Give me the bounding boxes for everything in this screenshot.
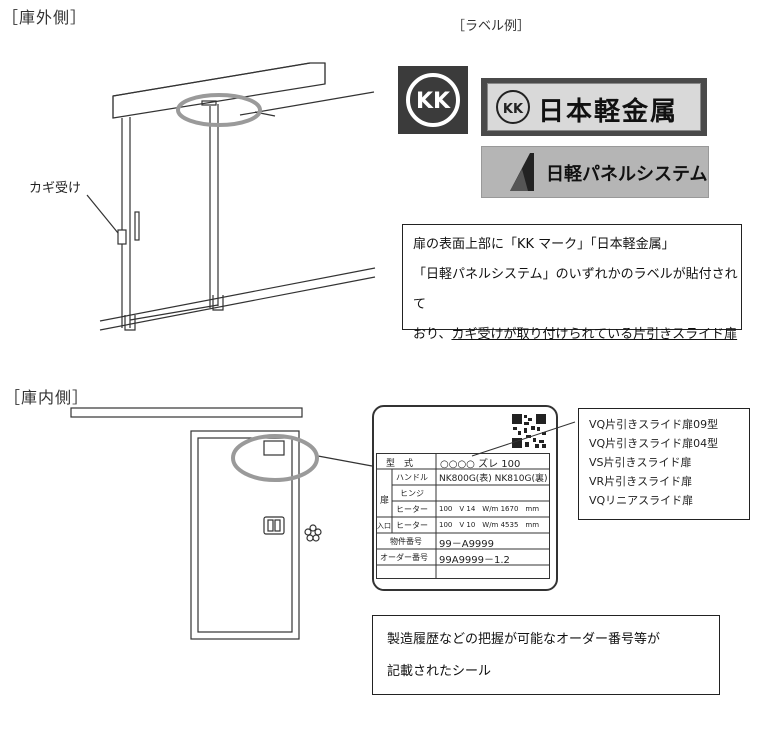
model-value: ○○○○ ズレ 100 xyxy=(440,459,521,470)
kk-logo-icon: KK xyxy=(406,73,460,127)
heater-label: ヒーター xyxy=(396,505,428,514)
sticker-highlight-ellipse xyxy=(231,434,319,482)
note-top-line2: 「日軽パネルシステム」のいずれかのラベルが貼付されて xyxy=(413,267,738,312)
model-item: VQリニアスライド扉 xyxy=(589,494,694,507)
label-description-note: 扉の表面上部に「KK マーク」「日本軽金属」 「日軽パネルシステム」のいずれかの… xyxy=(402,224,742,342)
handle-value: NK800G(表) NK810G(裏) xyxy=(439,474,548,484)
door-label: 扉 xyxy=(380,496,390,506)
model-item: VS片引きスライド扉 xyxy=(589,456,692,469)
model-list-box: VQ片引きスライド扉09型 VQ片引きスライド扉04型 VS片引きスライド扉 V… xyxy=(578,408,750,520)
nikkei-kinzoku-label: KK 日本軽金属 xyxy=(481,78,707,136)
order-value: 99A9999－1.2 xyxy=(439,555,510,566)
model-pointer-line xyxy=(471,421,576,457)
outside-door-illustration xyxy=(86,62,376,331)
entrance-label: 入口 xyxy=(377,522,391,530)
label-highlight-ellipse xyxy=(176,93,262,127)
kk-mark-label: KK xyxy=(398,66,468,134)
nameplate-sticker: 型 式 ○○○○ ズレ 100 扉 ハンドル NK800G(表) NK810G(… xyxy=(372,405,558,591)
handle-label: ハンドル xyxy=(396,473,428,482)
note-top-line3-underlined: カギ受けが取り付けられている片引きスライド扉 xyxy=(451,327,738,342)
outside-heading: ［庫外側］ xyxy=(2,8,88,27)
property-label: 物件番号 xyxy=(390,537,422,546)
inside-heading: ［庫内側］ xyxy=(4,388,90,407)
nameplate-table: 型 式 ○○○○ ズレ 100 扉 ハンドル NK800G(表) NK810G(… xyxy=(376,453,550,579)
entrance-heater-label: ヒーター xyxy=(396,521,428,530)
nikkei-kinzoku-text: 日本軽金属 xyxy=(538,97,679,127)
nikkei-panel-label: 日軽パネルシステム xyxy=(481,146,709,198)
model-item: VR片引きスライド扉 xyxy=(589,475,693,488)
model-label: 型 式 xyxy=(386,459,414,469)
note-top-line1: 扉の表面上部に「KK マーク」「日本軽金属」 xyxy=(413,237,675,252)
kk-mark-text: KK xyxy=(416,89,451,114)
order-label: オーダー番号 xyxy=(380,553,428,562)
model-item: VQ片引きスライド扉09型 xyxy=(589,418,719,431)
heater-value: 100 V 14 W/m 1670 mm xyxy=(439,505,540,513)
qr-code-icon xyxy=(511,413,547,449)
model-item: VQ片引きスライド扉04型 xyxy=(589,437,719,450)
property-value: 99－A9999 xyxy=(439,539,495,550)
nikkei-panel-logo-icon xyxy=(510,153,534,191)
entrance-heater-value: 100 V 10 W/m 4535 mm xyxy=(439,521,540,529)
order-number-note: 製造履歴などの把握が可能なオーダー番号等が 記載されたシール xyxy=(372,615,720,695)
kk-circle-icon: KK xyxy=(496,90,530,124)
svg-text:KK: KK xyxy=(503,102,524,117)
note-top-line3: おり、カギ受けが取り付けられている片引きスライド扉 xyxy=(413,320,741,350)
note-bottom-line1: 製造履歴などの把握が可能なオーダー番号等が xyxy=(387,632,661,647)
nikkei-panel-text: 日軽パネルシステム xyxy=(546,164,708,185)
label-examples-heading: ［ラベル例］ xyxy=(452,19,531,34)
note-bottom-line2: 記載されたシール xyxy=(387,664,492,679)
inside-door-illustration xyxy=(70,407,373,640)
hinge-label: ヒンジ xyxy=(400,489,424,498)
key-receiver-label: カギ受け xyxy=(29,181,82,196)
note-top-line3-plain: おり、 xyxy=(413,327,452,342)
